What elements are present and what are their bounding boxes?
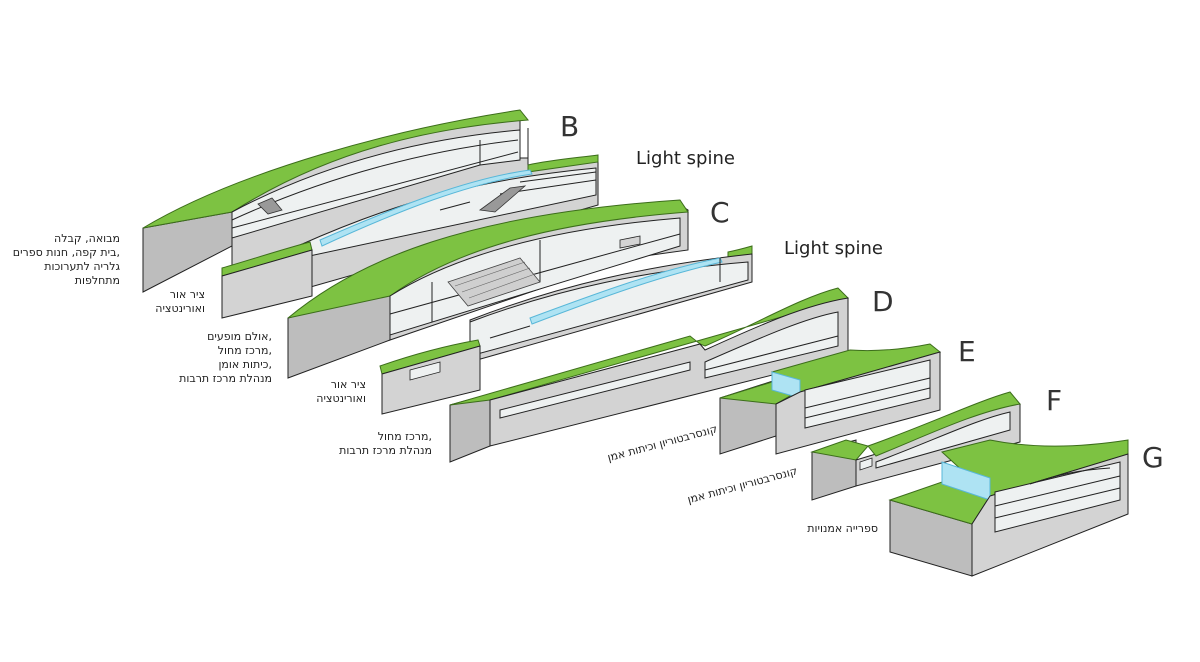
section-block-d: [449, 287, 849, 463]
section-letter-b: B: [560, 110, 579, 143]
annotation-line: גלריה לתערוכות: [44, 260, 120, 273]
annotation-line: מבואה, קבלה: [54, 232, 120, 245]
section-block-b: [142, 109, 599, 319]
section-c-lower-front: [381, 345, 481, 415]
section-block-f: [810, 391, 1021, 501]
section-letter-g: G: [1142, 441, 1164, 474]
annotation-line: כיתות אומן,: [218, 358, 272, 371]
annotation-line: מנהלת מרכז תרבות: [339, 444, 432, 457]
section-b-roof-right: [527, 154, 599, 173]
annotation-line: ואורינטציה: [316, 392, 366, 405]
section-b-lower-front: [221, 249, 313, 319]
section-letter-d: D: [872, 285, 894, 318]
annotation-line: ואורינטציה: [155, 302, 205, 315]
annotation-c-light-axis: ציר אור ואורינטציה: [316, 378, 366, 405]
section-b-roof: [142, 109, 529, 229]
section-f-roof: [867, 391, 1021, 457]
annotation-c-performance: אולם מופעים, מרכז מחול, כיתות אומן, מנהל…: [179, 330, 272, 385]
section-block-g: [888, 439, 1129, 577]
section-b-interior: [231, 129, 521, 239]
section-letter-e: E: [958, 335, 976, 368]
annotation-line: מרכז מחול,: [378, 430, 432, 443]
annotation-line: מנהלת מרכז תרבות: [179, 372, 272, 385]
annotation-b-light-axis: ציר אור ואורינטציה: [155, 288, 205, 315]
section-c-lower-roof: [379, 339, 481, 375]
light-spine-label-c: Light spine: [784, 238, 883, 259]
section-b-light-spine: [319, 169, 533, 247]
section-d-interior: [499, 361, 691, 419]
annotation-e-conservatory: קונסרבטוריון וכיתות אמן: [686, 464, 799, 506]
section-block-e: [719, 343, 942, 455]
section-block-c: [287, 199, 753, 415]
annotation-line: ציר אור: [331, 378, 366, 391]
section-c-roof: [287, 199, 689, 319]
section-letter-c: C: [710, 196, 730, 229]
annotation-d-conservatory: קונסרבטוריון וכיתות אמן: [606, 422, 719, 464]
annotation-d-dance: מרכז מחול, מנהלת מרכז תרבות: [339, 430, 432, 457]
annotation-line: מתחלפות: [75, 274, 120, 287]
section-letter-f: F: [1046, 384, 1062, 417]
section-e-roof: [770, 343, 942, 393]
annotation-b-entrance: מבואה, קבלה בית קפה, חנות ספרים, גלריה ל…: [13, 232, 121, 287]
light-spine-label-b: Light spine: [636, 148, 735, 169]
section-b-lower-roof: [221, 241, 313, 277]
annotation-f-library: ספרייה אמנויות: [807, 522, 878, 535]
annotation-line: בית קפה, חנות ספרים,: [13, 246, 120, 259]
annotation-line: ציר אור: [170, 288, 205, 301]
section-f-interior: [875, 411, 1011, 469]
annotation-line: אולם מופעים,: [207, 330, 272, 343]
section-c-interior-right: [469, 261, 749, 357]
section-g-interior: [994, 461, 1121, 533]
section-c-light-spine: [529, 257, 723, 325]
annotation-line: מרכז מחול,: [218, 344, 272, 357]
section-d-roof: [449, 287, 849, 406]
